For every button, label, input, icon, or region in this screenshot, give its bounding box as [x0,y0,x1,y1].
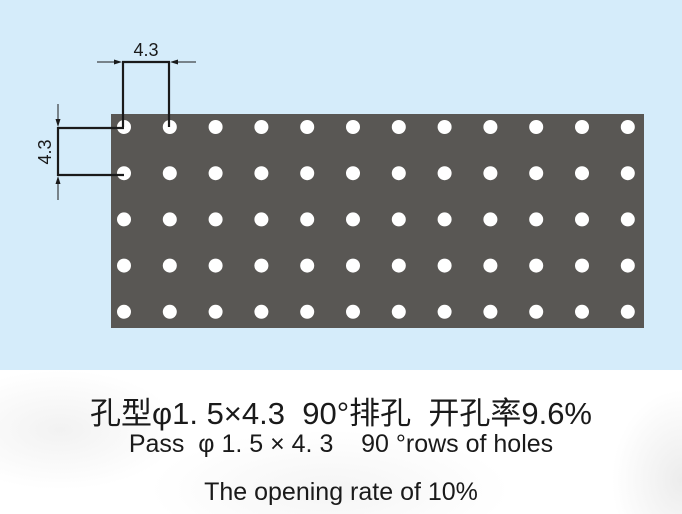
hole [254,258,269,273]
hole [529,304,544,319]
hole [254,120,269,134]
hole [620,120,635,134]
arrow-right-icon [114,59,122,65]
caption-english-spec: Pass φ 1. 5 × 4. 3 90 °rows of holes [128,430,554,458]
hole [575,166,589,181]
hole [208,212,223,227]
vertical-pitch-dimension [55,104,124,200]
arrow-up-icon [55,176,61,184]
hole [346,120,360,134]
caption-background [0,370,682,514]
hole [208,120,223,134]
hole [529,212,544,227]
hole [437,212,452,227]
hole [208,258,223,273]
hole [208,304,223,319]
hole [391,166,406,181]
hole [391,120,406,134]
perforated-plate-diagram: 4.3 4.3 [35,40,644,328]
hole [391,304,406,319]
hole [483,166,498,181]
hole [437,120,452,134]
hole [254,212,269,227]
hole [620,166,635,181]
arrow-down-icon [55,119,61,127]
hole [117,258,131,273]
hole [117,166,131,181]
hole [162,304,177,319]
hole [300,166,315,181]
hole [117,212,131,227]
hole [391,212,406,227]
hole [162,166,177,181]
perforated-plate [111,114,644,328]
hole [300,120,315,134]
hole [483,258,498,273]
hole [391,258,406,273]
hole [483,304,498,319]
hole [529,166,544,181]
hole [575,120,589,134]
hole [346,258,360,273]
hole [529,258,544,273]
hole [117,304,131,319]
hole [620,304,635,319]
hole [208,166,223,181]
arrow-left-icon [170,59,178,65]
hole [575,304,589,319]
hole [620,212,635,227]
hole [346,304,360,319]
caption-chinese: 孔型φ1. 5×4.3 90°排孔 开孔率9.6% [90,396,592,431]
hole [575,258,589,273]
hole [620,258,635,273]
hole [300,258,315,273]
horizontal-pitch-label: 4.3 [133,40,158,60]
hole [346,166,360,181]
hole [254,166,269,181]
hole [437,258,452,273]
hole-grid [117,120,635,319]
caption-english-opening-rate: The opening rate of 10% [204,478,478,506]
hole [529,120,544,134]
hole [300,212,315,227]
hole [254,304,269,319]
horizontal-pitch-dimension [97,59,196,127]
hole [300,304,315,319]
hole [437,166,452,181]
hole [483,212,498,227]
vertical-pitch-label: 4.3 [35,139,55,164]
hole [162,258,177,273]
hole [437,304,452,319]
hole [575,212,589,227]
hole [162,212,177,227]
hole [483,120,498,134]
hole [346,212,360,227]
